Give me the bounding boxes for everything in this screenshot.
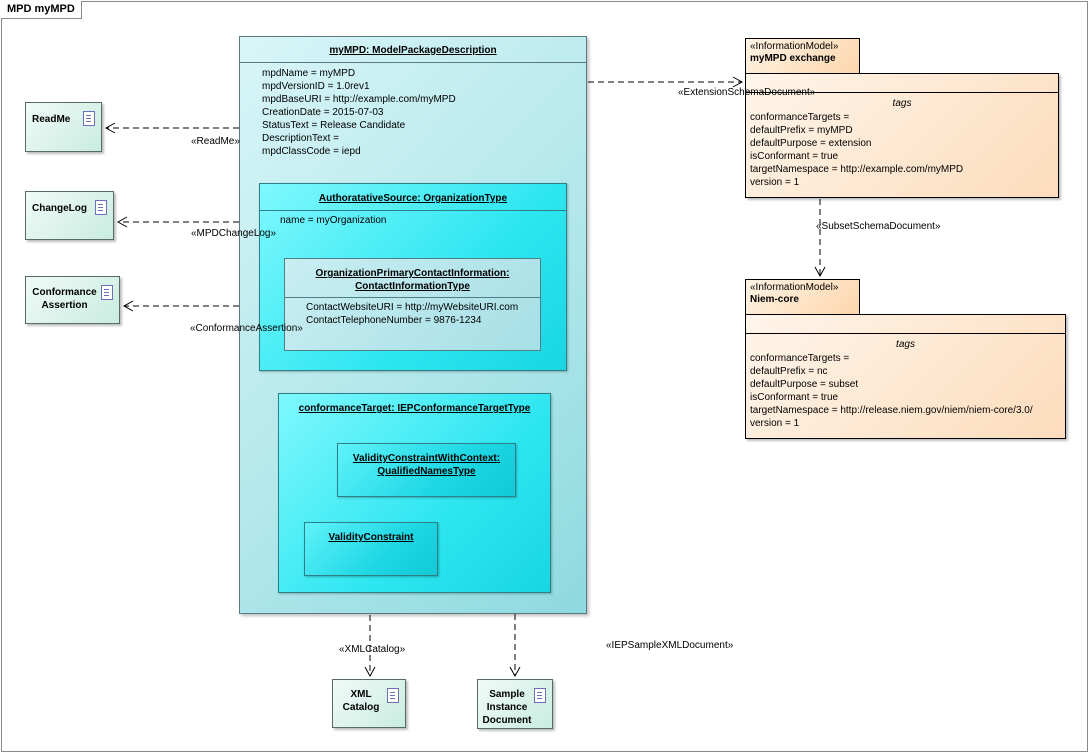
authoritative-source-box[interactable]: AuthoratativeSource: OrganizationType na… xyxy=(259,183,567,371)
mpd-divider xyxy=(240,62,586,63)
exchange-package-body[interactable]: tags conformanceTargets = defaultPrefix … xyxy=(745,73,1059,198)
exchange-tags-title: tags xyxy=(892,98,912,109)
niem-tag: targetNamespace = http://release.niem.go… xyxy=(750,405,1033,416)
mpd-attr: mpdBaseURI = http://example.com/myMPD xyxy=(262,94,456,105)
exchange-package-name: myMPD exchange xyxy=(750,53,836,64)
document-icon xyxy=(83,111,95,126)
niem-tag: defaultPurpose = subset xyxy=(750,379,859,390)
readme-connector-label: «ReadMe» xyxy=(191,136,240,147)
document-icon xyxy=(95,200,107,215)
exchange-tag: defaultPurpose = extension xyxy=(750,138,872,149)
niem-tag: version = 1 xyxy=(750,418,800,429)
primary-contact-title-line2: ContactInformationType xyxy=(355,281,470,292)
authoritative-source-divider xyxy=(260,210,566,211)
conformance-label-line2: Assertion xyxy=(41,300,88,311)
changelog-label: ChangeLog xyxy=(32,203,87,214)
sample-connector-label: «IEPSampleXMLDocument» xyxy=(606,640,734,651)
niem-header-line xyxy=(746,333,1065,334)
xml-catalog-label-line2: Catalog xyxy=(342,702,380,713)
niem-tags-title: tags xyxy=(896,339,915,350)
xml-catalog-label-line1: XML xyxy=(350,689,372,700)
frame-title: MPD myMPD xyxy=(1,1,82,19)
conformance-target-box[interactable]: conformanceTarget: IEPConformanceTargetT… xyxy=(278,393,551,593)
xmlcatalog-connector-label: «XMLCatalog» xyxy=(339,644,406,655)
document-icon xyxy=(534,688,546,703)
niem-package-body[interactable]: tags conformanceTargets = defaultPrefix … xyxy=(745,314,1066,439)
niem-package-tab[interactable]: «InformationModel» Niem-core xyxy=(745,279,860,315)
primary-contact-attr: ContactTelephoneNumber = 9876-1234 xyxy=(306,315,482,326)
conformance-label-line1: Conformance xyxy=(32,287,97,298)
exchange-tags: conformanceTargets = defaultPrefix = myM… xyxy=(750,111,963,189)
niem-tag: isConformant = true xyxy=(750,392,839,403)
mpd-attr: mpdVersionID = 1.0rev1 xyxy=(262,81,370,92)
sample-label-line3: Document xyxy=(482,715,532,726)
primary-contact-box[interactable]: OrganizationPrimaryContactInformation: C… xyxy=(284,258,541,351)
conformance-connector-label: «ConformanceAssertion» xyxy=(190,323,303,334)
niem-stereotype: «InformationModel» xyxy=(750,282,839,293)
mpd-class-box[interactable]: myMPD: ModelPackageDescription mpdName =… xyxy=(239,36,587,614)
conformance-assertion-document[interactable]: Conformance Assertion xyxy=(25,276,120,324)
conformance-target-title: conformanceTarget: IEPConformanceTargetT… xyxy=(298,403,531,414)
xml-catalog-document[interactable]: XML Catalog xyxy=(332,679,406,728)
extension-connector-label: «ExtensionSchemaDocument» xyxy=(678,87,816,98)
mpd-attr: DescriptionText = xyxy=(262,133,339,144)
primary-contact-attributes: ContactWebsiteURI = http://myWebsiteURI.… xyxy=(306,301,518,327)
exchange-tag: version = 1 xyxy=(750,177,800,188)
conformance-label: Conformance Assertion xyxy=(26,286,103,312)
sample-instance-document[interactable]: Sample Instance Document xyxy=(477,679,553,729)
exchange-tag: conformanceTargets = xyxy=(750,112,850,123)
exchange-tag: defaultPrefix = myMPD xyxy=(750,125,853,136)
exchange-tag: targetNamespace = http://example.com/myM… xyxy=(750,164,964,175)
validity-context-title-line2: QualifiedNamesType xyxy=(377,466,476,477)
sample-label-line2: Instance xyxy=(486,702,528,713)
validity-context-title: ValidityConstraintWithContext: Qualified… xyxy=(338,452,515,478)
niem-tag: conformanceTargets = xyxy=(750,353,850,364)
xml-catalog-label: XML Catalog xyxy=(333,688,389,714)
document-icon xyxy=(101,285,113,300)
readme-label: ReadMe xyxy=(32,114,71,125)
document-icon xyxy=(387,688,399,703)
sample-label-line1: Sample xyxy=(489,689,525,700)
mpd-title: myMPD: ModelPackageDescription xyxy=(329,45,497,56)
subset-connector-label: «SubsetSchemaDocument» xyxy=(816,221,941,232)
primary-contact-attr: ContactWebsiteURI = http://myWebsiteURI.… xyxy=(306,302,519,313)
exchange-package-tab[interactable]: «InformationModel» myMPD exchange xyxy=(745,38,860,74)
validity-constraint-title: ValidityConstraint xyxy=(328,532,414,543)
mpd-attr: CreationDate = 2015-07-03 xyxy=(262,107,384,118)
validity-constraint-box[interactable]: ValidityConstraint xyxy=(304,522,438,576)
readme-document[interactable]: ReadMe xyxy=(25,102,102,152)
exchange-tag: isConformant = true xyxy=(750,151,839,162)
authoritative-source-title: AuthoratativeSource: OrganizationType xyxy=(318,193,508,204)
niem-package-name: Niem-core xyxy=(750,294,799,305)
sample-instance-label: Sample Instance Document xyxy=(478,688,536,727)
mpd-attributes: mpdName = myMPD mpdVersionID = 1.0rev1 m… xyxy=(262,67,456,158)
niem-tags: conformanceTargets = defaultPrefix = nc … xyxy=(750,352,1033,430)
exchange-stereotype: «InformationModel» xyxy=(750,41,839,52)
mpd-attr: mpdName = myMPD xyxy=(262,68,356,79)
mpd-attr: mpdClassCode = iepd xyxy=(262,146,361,157)
niem-tag: defaultPrefix = nc xyxy=(750,366,828,377)
validity-context-title-line1: ValidityConstraintWithContext: xyxy=(352,453,501,464)
exchange-header-line xyxy=(746,92,1058,93)
authoritative-source-attr: name = myOrganization xyxy=(280,215,387,226)
changelog-connector-label: «MPDChangeLog» xyxy=(191,228,277,239)
primary-contact-divider xyxy=(285,297,540,298)
validity-constraint-context-box[interactable]: ValidityConstraintWithContext: Qualified… xyxy=(337,443,516,497)
primary-contact-title: OrganizationPrimaryContactInformation: C… xyxy=(285,267,540,293)
primary-contact-title-line1: OrganizationPrimaryContactInformation: xyxy=(315,268,510,279)
changelog-document[interactable]: ChangeLog xyxy=(25,191,114,240)
mpd-attr: StatusText = Release Candidate xyxy=(262,120,406,131)
